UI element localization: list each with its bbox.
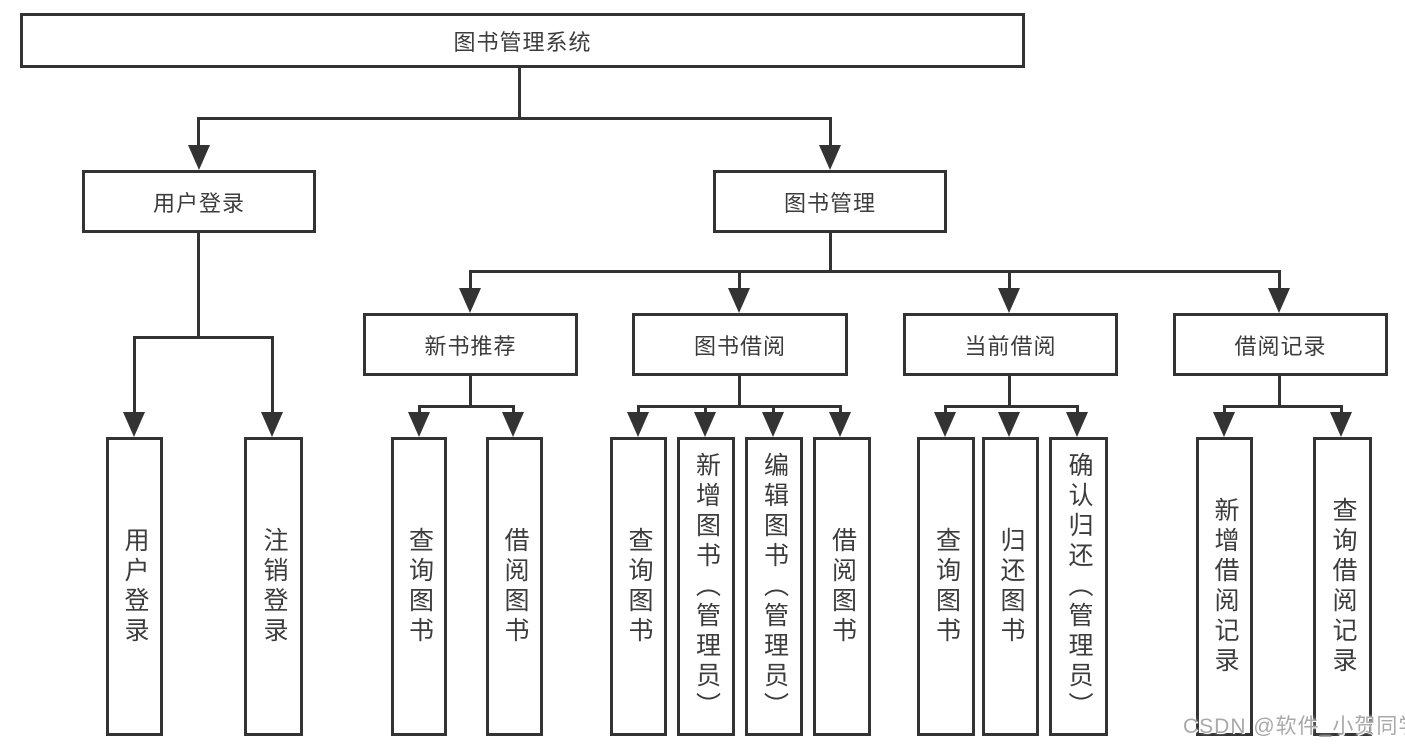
arrow-down-icon — [694, 412, 716, 437]
node-br-add-borrow-record: 新增借阅记录 — [1196, 437, 1253, 736]
connector-line — [772, 405, 775, 417]
arrow-down-icon — [728, 288, 750, 313]
node-label: 借阅图书 — [828, 526, 857, 647]
watermark: CSDN @软件_小贺同学 — [1183, 715, 1405, 738]
connector-line — [133, 336, 274, 339]
connector-line — [469, 270, 472, 290]
node-bb-borrow-books: 借阅图书 — [813, 437, 871, 736]
arrow-down-icon — [1330, 412, 1352, 437]
arrow-down-icon — [998, 288, 1020, 313]
arrow-down-icon — [123, 412, 145, 437]
connector-line — [1278, 270, 1281, 290]
connector-line — [829, 233, 832, 272]
connector-line — [1278, 376, 1281, 407]
connector-line — [271, 336, 274, 416]
node-library-management-system: 图书管理系统 — [20, 13, 1025, 68]
connector-line — [518, 68, 521, 120]
connector-line — [469, 376, 472, 407]
arrow-down-icon — [1066, 412, 1088, 437]
node-br-query-borrow-record: 查询借阅记录 — [1313, 437, 1372, 736]
connector-line — [738, 270, 741, 290]
connector-line — [1008, 376, 1011, 407]
node-label: 图书管理系统 — [453, 29, 592, 55]
connector-line — [738, 376, 741, 407]
node-bb-edit-books-admin: 编辑图书（管理员） — [745, 437, 803, 736]
connector-line — [637, 405, 842, 408]
arrow-down-icon — [829, 412, 851, 437]
arrow-down-icon — [188, 145, 210, 170]
connector-line — [1223, 405, 1226, 417]
node-label: 借阅记录 — [1234, 333, 1327, 359]
node-label: 用户登录 — [121, 526, 149, 647]
connector-line — [197, 117, 200, 150]
node-label: 归还图书 — [997, 526, 1025, 647]
connector-line — [197, 233, 200, 337]
node-label: 新增借阅记录 — [1211, 496, 1239, 677]
arrow-down-icon — [459, 288, 481, 313]
node-cb-confirm-return-admin: 确认归还（管理员） — [1049, 437, 1108, 736]
arrow-down-icon — [627, 412, 649, 437]
node-book-management: 图书管理 — [713, 170, 947, 233]
node-nbr-query-books: 查询图书 — [391, 437, 447, 736]
node-logout-action: 注销登录 — [244, 437, 303, 736]
node-label: 图书借阅 — [693, 333, 786, 359]
connector-line — [512, 405, 515, 417]
node-user-login: 用户登录 — [82, 170, 316, 233]
node-book-borrowing: 图书借阅 — [632, 313, 848, 376]
node-bb-query-books: 查询图书 — [610, 437, 667, 736]
node-label: 查询图书 — [405, 526, 434, 647]
connector-line — [1340, 405, 1343, 417]
connector-line — [133, 336, 136, 416]
connector-line — [1076, 405, 1079, 417]
node-label: 查询借阅记录 — [1329, 496, 1357, 677]
connector-line — [418, 405, 515, 408]
connector-line — [198, 117, 831, 120]
connector-line — [469, 270, 1281, 273]
node-nbr-borrow-books: 借阅图书 — [486, 437, 543, 736]
node-label: 查询图书 — [625, 526, 653, 647]
node-label: 编辑图书（管理员） — [760, 451, 789, 722]
node-cb-query-books: 查询图书 — [917, 437, 975, 736]
node-user-login-action: 用户登录 — [106, 437, 163, 736]
node-current-borrowing: 当前借阅 — [903, 313, 1118, 376]
arrow-down-icon — [1213, 412, 1235, 437]
arrow-down-icon — [762, 412, 784, 437]
node-label: 借阅图书 — [501, 526, 529, 647]
connector-line — [704, 405, 707, 417]
node-bb-add-books-admin: 新增图书（管理员） — [677, 437, 735, 736]
connector-line — [829, 117, 832, 150]
connector-line — [944, 405, 947, 417]
node-label: 用户登录 — [152, 190, 245, 216]
arrow-down-icon — [998, 412, 1020, 437]
connector-line — [1223, 405, 1343, 408]
arrow-down-icon — [261, 412, 283, 437]
arrow-down-icon — [934, 412, 956, 437]
node-label: 图书管理 — [783, 190, 876, 216]
node-label: 查询图书 — [932, 526, 961, 647]
arrow-down-icon — [819, 145, 841, 170]
node-label: 新增图书（管理员） — [692, 451, 721, 722]
arrow-down-icon — [502, 412, 524, 437]
arrow-down-icon — [408, 412, 430, 437]
node-new-book-recommendation: 新书推荐 — [363, 313, 578, 376]
node-label: 确认归还（管理员） — [1065, 451, 1093, 722]
connector-line — [637, 405, 640, 417]
connector-line — [839, 405, 842, 417]
connector-line — [418, 405, 421, 417]
node-label: 当前借阅 — [964, 333, 1057, 359]
arrow-down-icon — [1268, 288, 1290, 313]
connector-line — [1008, 270, 1011, 290]
node-borrowing-records: 借阅记录 — [1173, 313, 1388, 376]
node-cb-return-books: 归还图书 — [982, 437, 1039, 736]
node-label: 新书推荐 — [424, 333, 517, 359]
node-label: 注销登录 — [260, 526, 288, 647]
connector-line — [944, 405, 1079, 408]
